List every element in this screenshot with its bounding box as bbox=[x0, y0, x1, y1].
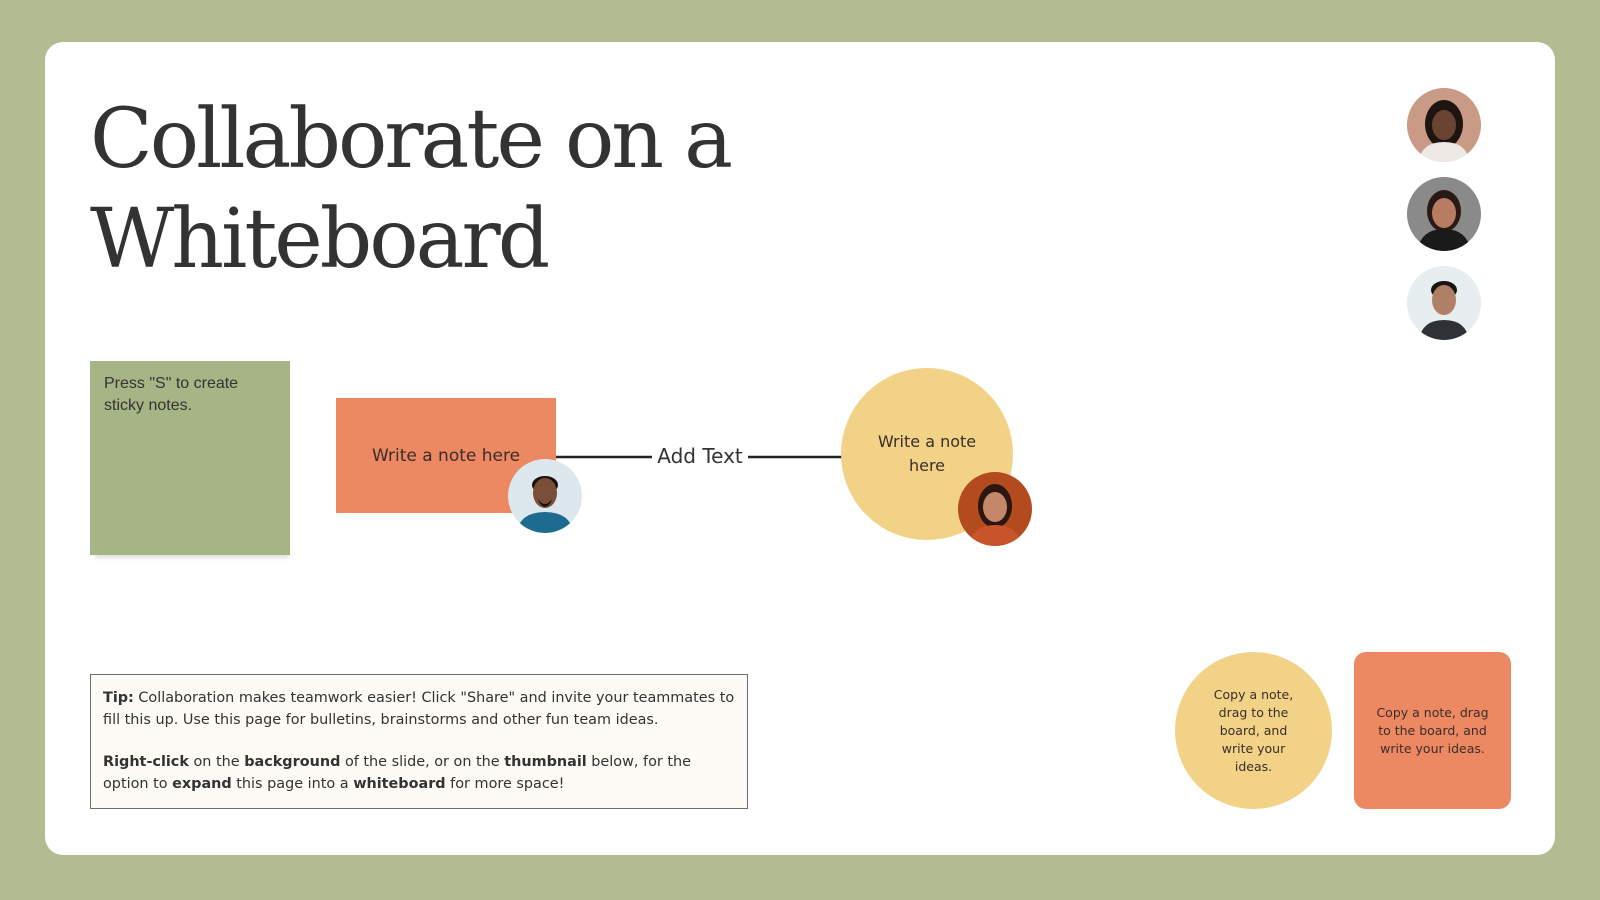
collaborator-avatar-3[interactable] bbox=[1407, 266, 1481, 340]
page-title: Collaborate on a Whiteboard bbox=[90, 90, 790, 290]
rect-note-author-avatar[interactable] bbox=[508, 459, 582, 533]
template-note-rectangle-text: Copy a note, drag to the board, and writ… bbox=[1376, 704, 1489, 756]
right-click-paragraph: Right-click on the background of the sli… bbox=[103, 752, 735, 795]
template-note-circle[interactable]: Copy a note, drag to the board, and writ… bbox=[1175, 652, 1332, 809]
tip-text: Collaboration makes teamwork easier! Cli… bbox=[103, 690, 735, 728]
tip-textbox[interactable]: Tip: Collaboration makes teamwork easier… bbox=[90, 674, 748, 809]
sticky-note-text: Press "S" to create sticky notes. bbox=[104, 375, 239, 414]
template-note-circle-text: Copy a note, drag to the board, and writ… bbox=[1213, 686, 1294, 774]
person-icon bbox=[508, 459, 582, 533]
collaborator-avatar-1[interactable] bbox=[1407, 88, 1481, 162]
collaborator-avatar-2[interactable] bbox=[1407, 177, 1481, 251]
sticky-note-green[interactable]: Press "S" to create sticky notes. bbox=[90, 361, 290, 555]
more-space-text: for more space! bbox=[445, 775, 565, 792]
expand-text: expand bbox=[172, 775, 232, 792]
person-icon bbox=[1407, 266, 1481, 340]
right-click-text: Right-click bbox=[103, 754, 189, 770]
title-line-2: Whiteboard bbox=[90, 192, 550, 287]
on-the-text: on the bbox=[188, 754, 245, 770]
note-rectangle-text: Write a note here bbox=[371, 445, 521, 466]
thumbnail-text: thumbnail bbox=[504, 754, 587, 770]
whiteboard-canvas[interactable]: Collaborate on a Whiteboard Press "S" to… bbox=[45, 42, 1555, 855]
of-slide-text: of the slide, or on the bbox=[340, 754, 505, 770]
connector-label[interactable]: Add Text bbox=[652, 442, 748, 470]
whiteboard-text: whiteboard bbox=[353, 775, 446, 792]
person-icon bbox=[1407, 177, 1481, 251]
below-option-text: below, for the option to bbox=[103, 754, 691, 792]
person-icon bbox=[1407, 88, 1481, 162]
into-a-text: this page into a bbox=[231, 775, 354, 792]
template-note-rectangle[interactable]: Copy a note, drag to the board, and writ… bbox=[1354, 652, 1511, 809]
person-icon bbox=[958, 472, 1032, 546]
background-text: background bbox=[244, 754, 341, 770]
tip-label: Tip: bbox=[103, 690, 134, 706]
tip-paragraph: Tip: Collaboration makes teamwork easier… bbox=[103, 688, 735, 731]
circle-note-author-avatar[interactable] bbox=[958, 472, 1032, 546]
title-line-1: Collaborate on a bbox=[90, 92, 733, 187]
note-circle-text: Write a note here bbox=[877, 432, 977, 475]
